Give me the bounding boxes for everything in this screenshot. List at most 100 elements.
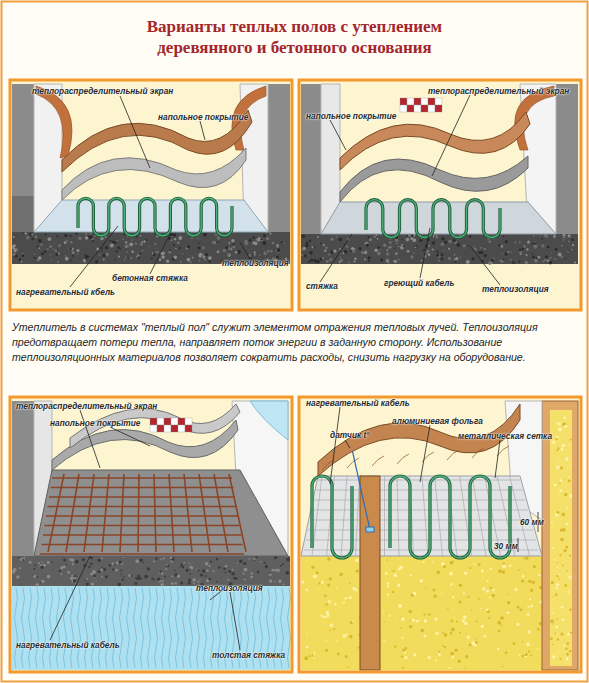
texture-dot: [163, 557, 165, 559]
texture-dot: [562, 565, 564, 567]
texture-dot: [330, 624, 333, 627]
texture-dot: [401, 246, 405, 250]
texture-dot: [142, 562, 144, 564]
texture-dot: [436, 236, 439, 239]
texture-dot: [267, 250, 270, 253]
texture-dot: [232, 245, 235, 248]
metal-mesh: [397, 476, 399, 556]
texture-dot: [64, 234, 67, 237]
texture-dot: [244, 578, 246, 580]
texture-dot: [22, 254, 25, 257]
texture-dot: [340, 259, 343, 262]
panel-background: [299, 80, 581, 310]
metal-mesh: [316, 490, 523, 491]
cable-grid: [52, 477, 232, 479]
metal-mesh: [341, 476, 347, 556]
texture-dot: [171, 239, 173, 241]
texture-dot: [460, 257, 462, 259]
leader-line: [70, 226, 118, 287]
texture-dot: [519, 260, 521, 262]
texture-dot: [151, 578, 153, 580]
texture-dot: [129, 242, 133, 246]
texture-dot: [399, 618, 400, 619]
texture-dot: [366, 243, 369, 246]
insulation-layer: [12, 586, 290, 670]
texture-dot: [391, 245, 392, 246]
texture-dot: [563, 417, 566, 420]
texture-dot: [555, 588, 557, 590]
texture-dot: [127, 251, 129, 253]
texture-dot: [566, 522, 569, 525]
texture-dot: [557, 447, 560, 450]
texture-dot: [456, 243, 460, 247]
texture-dot: [225, 246, 228, 249]
texture-dot: [313, 658, 315, 660]
leader-line: [110, 427, 150, 446]
texture-dot: [308, 261, 310, 263]
texture-dot: [333, 250, 336, 253]
texture-dot: [368, 256, 371, 259]
texture-dot: [224, 571, 226, 573]
texture-dot: [420, 579, 423, 582]
texture-dot: [85, 254, 86, 255]
texture-dot: [441, 258, 444, 261]
texture-dot: [330, 250, 333, 253]
part-label: металлическая сетка: [458, 431, 552, 441]
texture-dot: [428, 613, 430, 615]
texture-dot: [364, 259, 366, 261]
texture-dot: [228, 572, 229, 573]
texture-dot: [569, 650, 572, 653]
texture-dot: [410, 575, 412, 577]
texture-dot: [210, 561, 212, 563]
texture-dot: [100, 569, 103, 572]
insulation-texture: [22, 588, 25, 668]
texture-dot: [519, 249, 521, 251]
floor-tile: [407, 105, 414, 112]
plank-joint: [397, 454, 409, 464]
texture-dot: [286, 571, 290, 575]
texture-dot: [274, 569, 277, 572]
texture-dot: [325, 247, 327, 249]
texture-dot: [324, 250, 326, 252]
texture-dot: [227, 253, 230, 256]
floor-tile: [414, 98, 421, 105]
texture-dot: [171, 560, 173, 562]
part-label: теплораспределительный экран: [32, 86, 173, 96]
texture-dot: [155, 557, 158, 560]
texture-dot: [72, 252, 74, 254]
texture-dot: [476, 621, 478, 623]
texture-dot: [309, 251, 313, 255]
texture-dot: [131, 250, 134, 253]
texture-dot: [571, 249, 573, 251]
cable-grid: [45, 525, 240, 527]
texture-dot: [144, 575, 148, 579]
part-label: нагревательный кабель: [16, 640, 120, 650]
floor-tile: [164, 425, 171, 432]
texture-dot: [58, 253, 60, 255]
texture-dot: [135, 243, 137, 245]
texture-dot: [386, 252, 389, 255]
texture-dot: [419, 239, 422, 242]
texture-dot: [182, 253, 184, 255]
texture-dot: [13, 236, 15, 238]
texture-dot: [442, 632, 444, 634]
texture-dot: [358, 247, 361, 250]
texture-dot: [15, 255, 18, 258]
texture-dot: [173, 244, 175, 246]
floor-tile: [435, 98, 442, 105]
texture-dot: [22, 559, 24, 561]
texture-dot: [276, 245, 279, 248]
metal-mesh: [306, 540, 536, 541]
texture-dot: [507, 601, 510, 604]
texture-dot: [558, 253, 562, 257]
texture-dot: [502, 253, 503, 254]
texture-dot: [444, 241, 447, 244]
texture-dot: [382, 611, 383, 612]
texture-dot: [232, 569, 234, 571]
texture-dot: [78, 236, 82, 240]
texture-dot: [40, 582, 41, 583]
texture-dot: [463, 244, 466, 247]
texture-dot: [101, 251, 102, 252]
texture-dot: [91, 583, 94, 586]
texture-dot: [189, 563, 190, 564]
